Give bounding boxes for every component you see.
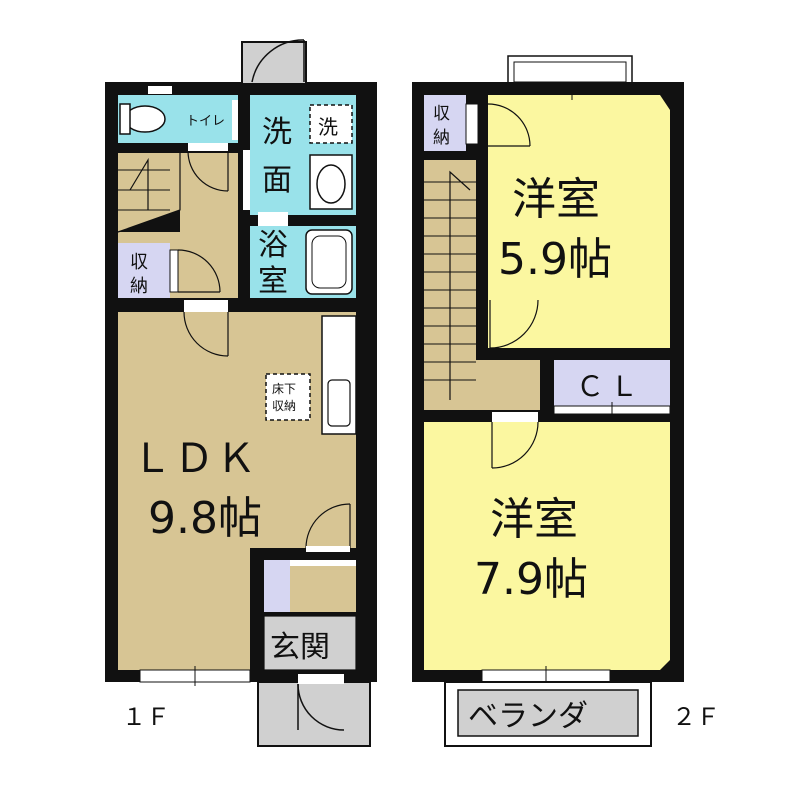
underfloor-label-1: 床下	[272, 382, 296, 396]
western-a-size: 5.9帖	[498, 234, 612, 285]
first-floor: トイレ 洗 面 洗 浴 室 収 納	[105, 39, 377, 747]
storage-2f-label-1: 収	[433, 104, 450, 124]
toilet-icon	[124, 105, 166, 133]
veranda-label: ベランダ	[468, 699, 588, 734]
floor-label-1f: １Ｆ	[122, 703, 170, 731]
entrance-label: 玄関	[270, 630, 330, 665]
second-floor: 収 納 洋室 5.9帖	[412, 55, 720, 747]
washroom-label-1: 洗	[262, 115, 292, 150]
western-b-size: 7.9帖	[474, 554, 588, 605]
western-a-name: 洋室	[512, 174, 600, 225]
entrance	[263, 615, 357, 671]
storage-2f	[424, 95, 466, 151]
sink-icon	[327, 379, 351, 427]
front-door-swing	[297, 683, 345, 731]
stair-void	[118, 210, 180, 232]
ldk-name: ＬＤＫ	[132, 436, 258, 482]
hall-2f	[476, 360, 540, 410]
western-b-name: 洋室	[490, 494, 578, 545]
ldk-size: 9.8帖	[148, 493, 262, 544]
bath-label-1: 浴	[258, 228, 288, 263]
stair-arrow	[129, 157, 149, 210]
closet	[554, 360, 670, 406]
washer-label: 洗	[318, 115, 338, 139]
underfloor-storage	[265, 373, 311, 421]
basin-icon	[316, 164, 346, 204]
closet-label: ＣＬ	[576, 370, 644, 403]
veranda	[457, 689, 639, 737]
toilet-label: トイレ	[186, 114, 225, 129]
storage-2f-label-2: 納	[433, 128, 450, 148]
underfloor-label-2: 収納	[272, 399, 296, 413]
front-porch	[257, 681, 371, 747]
stair-2f-arrow	[449, 170, 471, 400]
floor-label-2f: ２Ｆ	[672, 703, 720, 731]
bath-label-2: 室	[258, 264, 288, 299]
washroom-label-2: 面	[262, 163, 292, 198]
back-door-swing	[251, 39, 305, 83]
western-room-a	[488, 95, 670, 348]
washer-space	[309, 104, 353, 144]
storage-1f-label-2: 納	[130, 276, 148, 297]
storage-1f-label-1: 収	[130, 252, 148, 273]
shoe-closet	[264, 560, 290, 612]
western-room-b	[424, 422, 670, 670]
storage-1f	[118, 243, 170, 298]
